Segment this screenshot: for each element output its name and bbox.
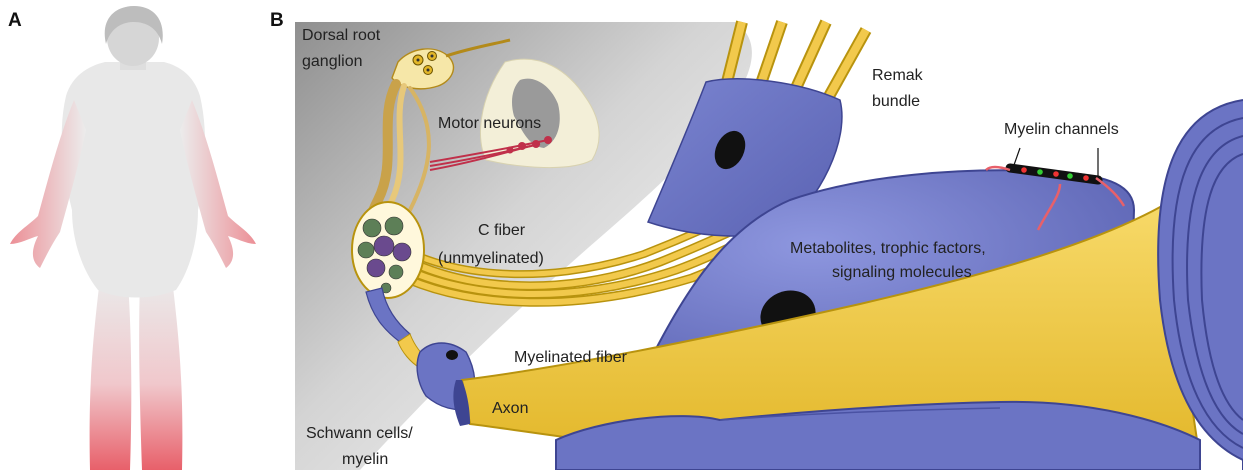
nerve-cross-section — [352, 202, 424, 298]
label-cfiber-line1: C fiber — [478, 222, 526, 239]
label-remak-line2: bundle — [872, 93, 920, 110]
label-schwann-line2: myelin — [342, 451, 388, 468]
label-drg-line2: ganglion — [302, 53, 363, 70]
label-remak-line1: Remak — [872, 67, 924, 84]
torso — [62, 62, 205, 298]
label-cfiber-line2: (unmyelinated) — [438, 250, 544, 267]
panel-b: B — [270, 10, 1243, 470]
label-drg-line1: Dorsal root — [302, 27, 381, 44]
label-schwann-line1: Schwann cells/ — [306, 425, 413, 442]
panel-a: A — [8, 6, 256, 470]
label-myelin-channels: Myelin channels — [1004, 121, 1119, 138]
human-body-silhouette — [10, 6, 256, 470]
panel-a-letter: A — [8, 10, 22, 31]
label-myelinated-fiber: Myelinated fiber — [514, 349, 628, 366]
label-axon: Axon — [492, 400, 528, 417]
label-metabolites-line2: signaling molecules — [832, 264, 972, 281]
panel-b-letter: B — [270, 10, 284, 31]
label-motor-neurons: Motor neurons — [438, 115, 541, 132]
right-leg — [139, 278, 182, 470]
left-leg — [90, 278, 132, 470]
label-metabolites-line1: Metabolites, trophic factors, — [790, 240, 986, 257]
